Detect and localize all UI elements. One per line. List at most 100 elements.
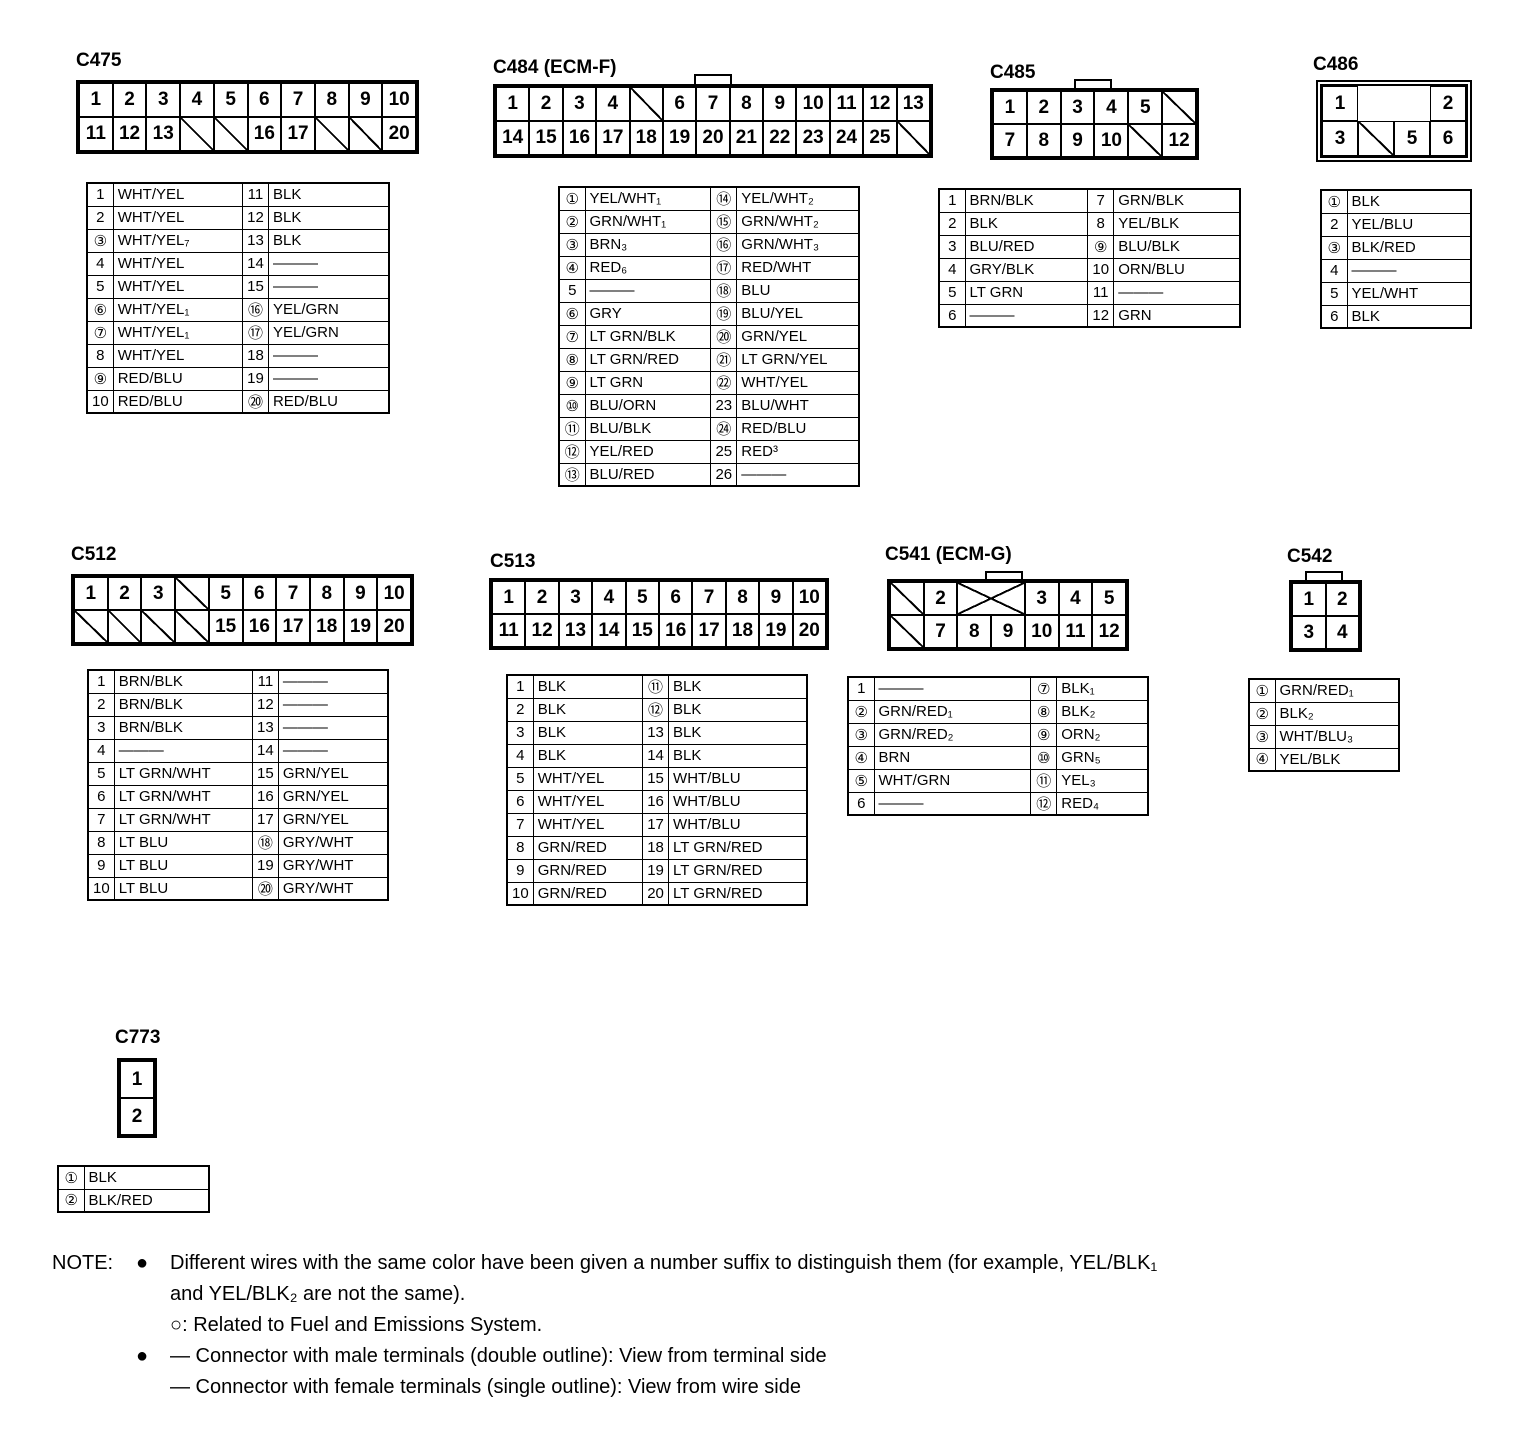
pin-number: ⑲ [710,301,738,326]
terminal-1: 1 [492,581,526,614]
pin-number: 9 [87,853,115,878]
terminal-4: 4 [592,581,626,614]
terminal-11: 11 [1058,615,1093,648]
terminal-4: 4 [596,87,630,121]
pin-number: 14 [241,251,269,276]
pin-number: 7 [1087,188,1115,213]
pin-number: ⑭ [710,186,738,211]
pin-number: 1 [847,676,875,701]
terminal-5: 5 [1092,582,1126,615]
pin-number: 1 [86,182,114,207]
pin-number: ㉒ [710,370,738,395]
wire-color: WHT/YEL [112,343,243,368]
pin-number: ⑨ [86,366,114,391]
wire-color: BLK [267,228,390,253]
wire-color: GRY [584,301,712,326]
terminal-18: 18 [309,610,344,643]
pin-number: ⑯ [710,232,738,257]
wire-color: WHT/GRN [873,768,1032,793]
pin-number: 4 [86,251,114,276]
wire-color: LT GRN/BLK [584,324,712,349]
terminal-2: 2 [923,582,958,615]
wire-color: ORN/BLU [1113,257,1241,282]
terminal-2: 2 [1430,86,1466,121]
terminal-16: 16 [242,610,277,643]
terminal-21: 21 [729,121,764,155]
connector-face-c541: 2 3 4 5 7 8 9 10 11 12 [887,579,1129,651]
wire-color: ORN₂ [1056,722,1149,747]
wire-color: YEL/BLU [1346,212,1472,237]
wire-color: LT GRN/RED [584,347,712,372]
pin-number: ⑥ [558,301,586,326]
wire-color: RED₆ [584,255,712,280]
terminal-17: 17 [276,610,310,643]
terminal-24: 24 [829,121,864,155]
wire-color: BLK [964,211,1089,236]
terminal-7: 7 [923,615,958,648]
wire-color: ——— [277,669,389,694]
pin-number: 11 [251,669,279,694]
terminal-16: 16 [247,117,282,151]
pin-number: 19 [251,853,279,878]
terminal-12: 12 [525,614,559,647]
wire-color: BLK₂ [1274,701,1400,726]
terminal-1: 1 [993,91,1027,124]
pin-number: 6 [1320,304,1348,329]
terminal-13: 13 [146,117,181,151]
wire-color: BRN/BLK [113,715,253,740]
pin-number: 19 [642,858,670,883]
wire-color: ——— [736,462,860,487]
terminal-9: 9 [343,577,378,610]
terminal-8: 8 [729,87,764,121]
pin-number: 6 [938,303,966,328]
terminal-20: 20 [696,121,730,155]
pin-number: ⑳ [710,324,738,349]
terminal-10: 10 [377,577,411,610]
terminal-2: 2 [1325,583,1359,616]
terminal-9: 9 [763,87,797,121]
wire-color: BLU [736,278,860,303]
terminal-11: 11 [79,117,113,151]
wire-color: BLK [267,205,390,230]
terminal-18: 18 [725,614,760,647]
wire-color: BLU/RED [964,234,1089,259]
pin-number: 5 [87,761,115,786]
pin-number: ⑰ [241,320,269,345]
pin-number: 12 [1087,303,1115,328]
terminal-19: 19 [343,610,378,643]
wire-color: BLK/RED [1346,235,1472,260]
wire-color: YEL₃ [1056,768,1149,793]
pin-number: ⑦ [86,320,114,345]
pin-number: 1 [87,669,115,694]
terminal-1: 1 [79,83,113,117]
wire-color: GRN [1113,303,1241,328]
terminal-16: 16 [562,121,597,155]
wire-color: WHT/YEL [112,274,243,299]
terminal-2: 2 [112,83,147,117]
table-row: 4——— [1320,258,1472,283]
pin-number: 10 [86,389,114,414]
terminal-8: 8 [1026,124,1061,157]
note-line: — Connector with female terminals (singl… [170,1376,801,1398]
terminal-empty [74,610,108,643]
wire-color: BLK/RED [83,1188,210,1213]
pin-number: 23 [710,393,738,418]
terminal-5: 5 [1128,91,1163,124]
